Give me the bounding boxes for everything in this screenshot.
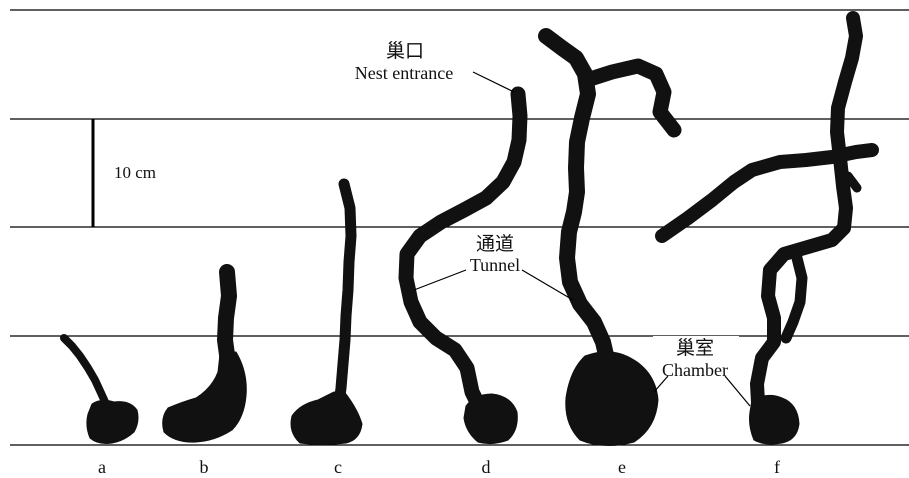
chamber-label-en: Chamber [662, 360, 728, 380]
tunnel-leader-left [413, 269, 467, 291]
nest-f-branch-upper [655, 143, 879, 243]
nest-f [655, 11, 879, 445]
nest-d [398, 86, 528, 445]
chamber-leader-left [653, 375, 669, 393]
nest-b [162, 264, 247, 443]
nest-c [290, 178, 363, 445]
nest-b-tunnel [217, 264, 237, 370]
nest-letter-a: a [98, 457, 106, 477]
tunnel-leader-right [521, 269, 574, 301]
nest-entrance-label-en: Nest entrance [355, 63, 453, 83]
annotation-nest-entrance: 巢口 Nest entrance [355, 40, 515, 93]
nest-d-chamber [463, 393, 518, 445]
nest-e-tunnel [538, 28, 617, 376]
nest-entrance-label-zh: 巢口 [386, 40, 424, 62]
nest-letter-e: e [618, 457, 626, 477]
tunnel-label-backdrop [462, 232, 528, 274]
nest-e [538, 28, 682, 446]
nest-a-chamber [86, 399, 139, 444]
nest-f-branch-stub [843, 171, 862, 193]
nest-f-branch-lower [780, 248, 808, 344]
nest-d-tunnel [398, 86, 528, 412]
chamber-label-backdrop [653, 336, 739, 380]
nest-a [60, 334, 139, 444]
nest-letters: a b c d e f [98, 457, 780, 477]
chamber-label-zh: 巢室 [676, 337, 714, 359]
nest-e-chamber [565, 351, 659, 446]
chamber-leader-right [724, 375, 751, 407]
nest-entrance-leader [472, 71, 515, 93]
nest-letter-c: c [334, 457, 342, 477]
nest-b-chamber [162, 351, 247, 443]
scale-label: 10 cm [114, 163, 156, 182]
nest-e-branch [579, 58, 682, 138]
reference-lines [10, 9, 909, 446]
annotation-tunnel: 通道 Tunnel [413, 232, 574, 301]
tunnel-label-en: Tunnel [470, 255, 520, 275]
annotation-chamber: 巢室 Chamber [653, 336, 751, 407]
nest-a-tunnel [60, 334, 110, 408]
nest-letter-f: f [774, 457, 780, 477]
nest-letter-b: b [200, 457, 209, 477]
nest-f-chamber [749, 394, 800, 445]
nest-c-tunnel [333, 178, 357, 410]
nest-c-chamber [290, 391, 363, 445]
nest-letter-d: d [482, 457, 491, 477]
nest-f-tunnel [750, 11, 863, 409]
tunnel-label-zh: 通道 [476, 233, 514, 255]
